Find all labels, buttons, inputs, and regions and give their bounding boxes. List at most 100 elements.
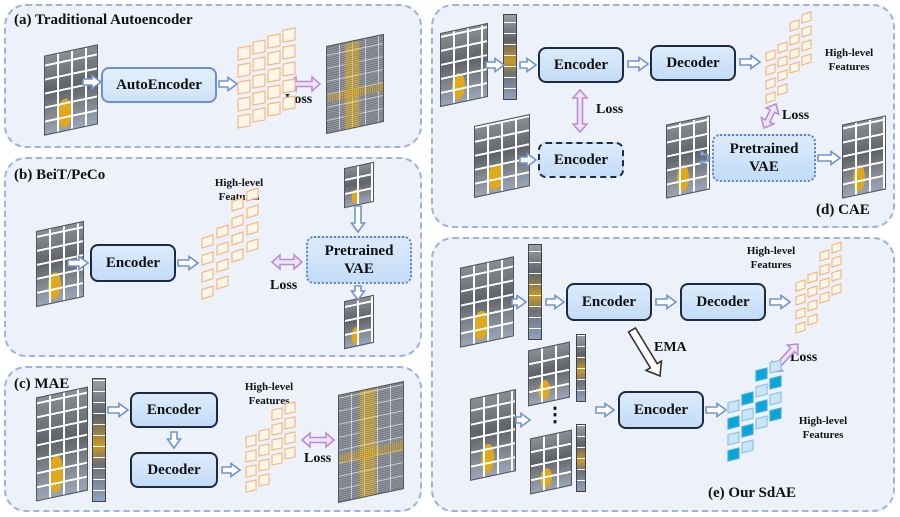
encoder-box: Encoder — [90, 244, 176, 282]
loss-arrow — [300, 431, 336, 449]
loss-label: Loss — [270, 278, 298, 293]
encoder-box: Encoder — [566, 283, 652, 321]
teacher-feature-token — [727, 447, 740, 462]
feature-token — [201, 251, 214, 266]
feature-token — [789, 33, 800, 46]
flow-arrow — [165, 431, 183, 450]
feature-token — [282, 78, 296, 94]
flow-arrow — [177, 254, 200, 272]
flow-arrow — [107, 401, 130, 419]
panel-d-title: (d) CAE — [816, 202, 870, 218]
feature-token — [245, 479, 257, 493]
flow-arrow — [655, 293, 678, 311]
feature-token — [245, 434, 257, 448]
feature-token — [807, 271, 818, 284]
feature-token — [237, 45, 251, 61]
loss-arrow — [571, 88, 589, 134]
feature-token — [807, 285, 818, 298]
feature-token — [246, 204, 259, 219]
feature-token — [819, 263, 830, 276]
autoencoder-box: AutoEncoder — [101, 67, 217, 103]
feature-token — [201, 268, 214, 283]
panel-e-title: (e) Our SdAE — [708, 485, 797, 501]
loss-label: Loss — [304, 451, 332, 466]
feature-token — [246, 187, 259, 202]
flow-arrow — [221, 461, 242, 479]
feature-token — [252, 107, 266, 123]
feature-token — [819, 291, 830, 304]
feature-token — [789, 61, 800, 74]
feature-token — [807, 299, 818, 312]
feature-token — [765, 91, 776, 104]
feature-token — [282, 27, 296, 43]
ema-arrow — [627, 326, 663, 378]
feature-token — [282, 44, 296, 60]
flow-arrow — [705, 401, 728, 419]
teacher-feature-token — [741, 423, 754, 438]
flow-arrow — [485, 56, 506, 74]
feature-token — [789, 19, 800, 32]
panel-b-title: (b) BeiT/PeCo — [14, 167, 106, 183]
feature-token — [765, 77, 776, 90]
feature-token — [231, 248, 244, 263]
feature-token — [267, 101, 281, 117]
feature-token — [237, 62, 251, 78]
flow-arrow — [67, 254, 90, 272]
feature-token — [819, 277, 830, 290]
loss-label: Loss — [782, 108, 810, 123]
loss-label: Loss — [596, 102, 624, 117]
feature-token — [267, 33, 281, 49]
feature-token — [258, 428, 270, 442]
teacher-feature-token — [741, 439, 754, 454]
teacher-feature-token — [741, 391, 754, 406]
feature-token — [831, 255, 842, 268]
feature-token — [201, 285, 214, 300]
decoder-box: Decoder — [130, 452, 218, 488]
teacher-feature-token — [769, 375, 782, 390]
feature-token — [252, 73, 266, 89]
feature-token — [765, 49, 776, 62]
feature-token — [284, 446, 296, 460]
feature-token — [252, 90, 266, 106]
feature-token — [271, 407, 283, 421]
flow-arrow — [595, 401, 616, 419]
flow-arrow — [700, 149, 712, 167]
teacher-feature-token — [769, 359, 782, 374]
visible-patches-strip — [503, 14, 517, 100]
feature-token — [284, 431, 296, 445]
teacher-feature-token — [769, 391, 782, 406]
feature-token — [237, 79, 251, 95]
flow-arrow — [769, 293, 792, 311]
feature-token — [777, 55, 788, 68]
flow-arrow — [82, 73, 103, 91]
teacher-feature-token — [769, 407, 782, 422]
feature-token — [267, 84, 281, 100]
feature-token — [795, 321, 806, 334]
feature-token — [777, 41, 788, 54]
feature-token — [831, 283, 842, 296]
flow-arrow — [627, 55, 650, 73]
feature-token — [237, 113, 251, 129]
view-patches-strip — [576, 334, 586, 402]
flow-arrow — [817, 149, 842, 167]
feature-token — [282, 61, 296, 77]
flow-arrow — [519, 56, 538, 74]
visible-patches-strip — [528, 244, 542, 340]
teacher-encoder-box: Encoder — [618, 391, 704, 429]
feature-token — [777, 69, 788, 82]
feature-token — [246, 221, 259, 236]
feature-token — [245, 464, 257, 478]
feature-token — [216, 275, 229, 290]
feature-token — [258, 473, 270, 487]
view-patches-strip — [576, 424, 586, 492]
flow-arrow — [515, 411, 532, 429]
flow-arrow — [349, 285, 367, 302]
flow-arrow — [519, 151, 538, 169]
feature-token — [801, 11, 812, 24]
